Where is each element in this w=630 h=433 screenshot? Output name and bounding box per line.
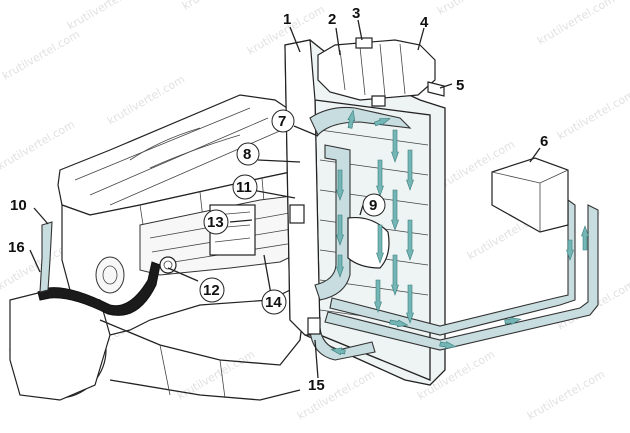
flow-arrow — [391, 189, 399, 231]
flow-arrow — [406, 284, 414, 324]
callout-15: 15 — [308, 377, 325, 394]
watermark-text: krutilvertel.com — [525, 368, 607, 423]
flow-arrow — [406, 149, 414, 191]
engine-block — [9, 94, 306, 401]
callout-3: 3 — [352, 5, 360, 22]
flow-arrow — [336, 254, 344, 278]
flow-arrow — [389, 319, 409, 328]
callout-1: 1 — [283, 11, 291, 28]
callout-8: 8 — [243, 146, 251, 163]
watermark-text: krutilvertel.com — [555, 88, 630, 143]
flow-arrow — [336, 214, 344, 246]
sensor-13 — [289, 204, 305, 224]
sensor-12 — [159, 256, 177, 274]
flow-arrow — [374, 279, 382, 313]
heater-core — [491, 157, 569, 233]
flow-arrow — [406, 219, 414, 261]
upper-radiator-hose — [309, 106, 412, 136]
flow-arrow — [391, 254, 399, 296]
lower-radiator-hose — [309, 327, 376, 361]
callout-12: 12 — [203, 282, 220, 299]
fittings — [159, 204, 321, 335]
watermark-text: krutilvertel.com — [180, 0, 262, 13]
callout-14: 14 — [265, 294, 282, 311]
watermark-text: krutilvertel.com — [175, 348, 257, 403]
drain-plug — [307, 317, 321, 335]
callout-7: 7 — [278, 113, 286, 130]
watermark-text: krutilvertel.com — [0, 28, 82, 83]
flow-arrow — [376, 224, 384, 264]
flow-arrow — [504, 317, 522, 325]
pulley — [95, 256, 125, 294]
callout-2: 2 — [328, 11, 336, 28]
coolant-flow-arrows — [330, 109, 589, 356]
callout-13: 13 — [207, 214, 224, 231]
flow-arrow — [581, 225, 589, 251]
callout-5: 5 — [456, 77, 464, 94]
watermark-text: krutilvertel.com — [295, 368, 377, 423]
callout-11: 11 — [236, 179, 252, 196]
flow-arrow — [336, 169, 344, 201]
watermark-text: krutilvertel.com — [65, 0, 147, 33]
flow-arrow — [376, 159, 384, 197]
heater-hose-lower — [324, 204, 599, 351]
flow-arrow — [373, 118, 391, 127]
flow-arrow — [566, 239, 574, 261]
callout-16: 16 — [8, 239, 25, 256]
callout-labels: 1 2 3 4 5 6 7 8 9 10 11 12 13 14 15 16 — [8, 5, 548, 394]
callout-6: 6 — [540, 133, 548, 150]
callout-10: 10 — [10, 197, 27, 214]
watermark-text: krutilvertel.com — [535, 0, 617, 48]
watermark-text: krutilvertel.com — [435, 0, 517, 18]
watermark-text: krutilvertel.com — [0, 118, 77, 173]
watermark-text: krutilvertel.com — [105, 73, 187, 128]
expansion-tank-body — [317, 39, 436, 101]
flow-arrow — [347, 109, 356, 129]
callout-4: 4 — [420, 14, 429, 31]
bleed-hose — [39, 221, 53, 293]
callout-9: 9 — [369, 197, 377, 214]
flow-arrow — [330, 347, 346, 356]
flow-arrow — [439, 341, 457, 349]
filler-cap — [355, 37, 373, 49]
expansion-tank — [317, 37, 445, 107]
flow-arrow — [391, 129, 399, 163]
